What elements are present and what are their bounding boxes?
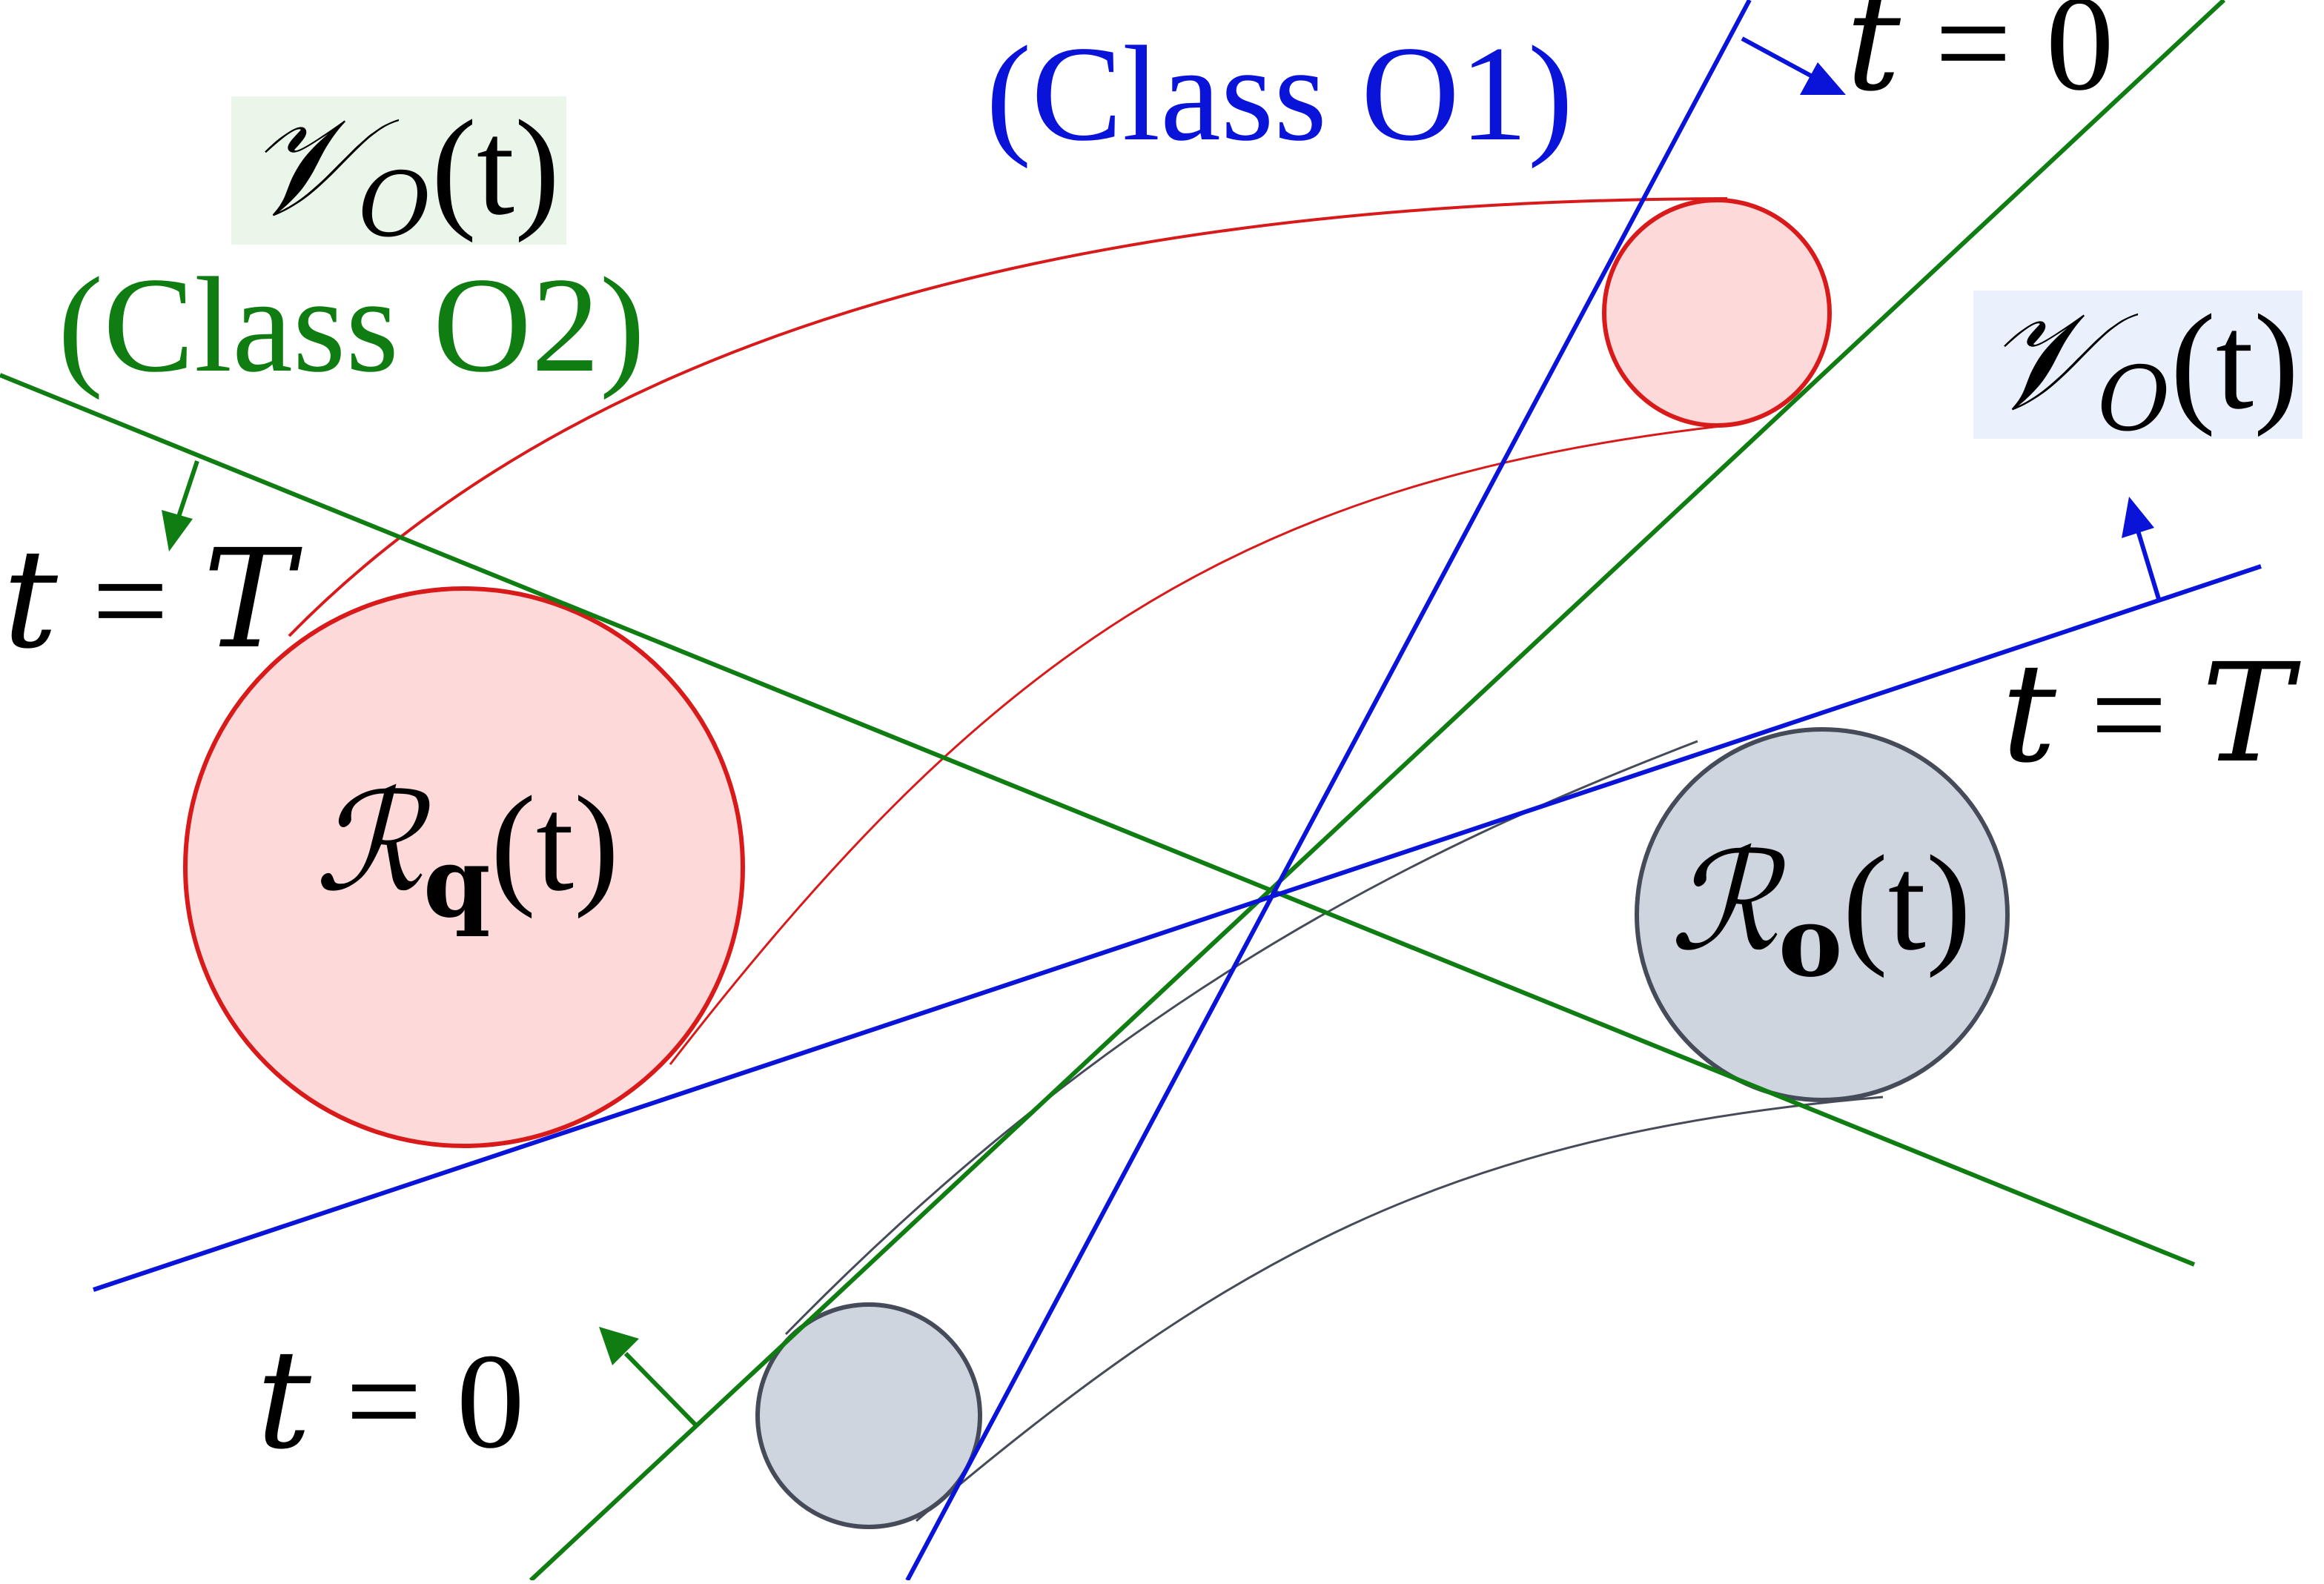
t-equals-T-left-label: t = T xyxy=(3,520,302,679)
robot-region-label: ℛq(t) xyxy=(314,763,619,939)
blue-arrow-t-0 xyxy=(1741,36,1846,95)
t-equals-0-bottom-label: t = 0 xyxy=(256,1321,525,1479)
obstacle-region-label: ℛo(t) xyxy=(1669,823,1971,998)
robot-region-t-T xyxy=(183,586,745,1148)
green-hyperplane-t-0 xyxy=(529,0,2226,1583)
green-arrow-t-0 xyxy=(599,1327,698,1427)
class-o1-label: (Class O1) xyxy=(986,18,1573,169)
blue-arrow-t-T xyxy=(2122,497,2161,600)
v-o-blue-label-box xyxy=(1973,291,2303,439)
blue-hyperplane-t-0 xyxy=(905,0,1752,1582)
v-o-blue-label: 𝒱O(t) xyxy=(1984,282,2299,451)
robot-region-t-0 xyxy=(1602,198,1832,428)
obstacle-upper-trajectory xyxy=(784,740,1698,1336)
v-o-green-label-box xyxy=(231,96,566,245)
blue-hyperplane-t-T xyxy=(93,564,2262,1292)
green-arrow-t-T xyxy=(162,460,199,551)
green-hyperplane-t-T xyxy=(0,373,2196,1267)
v-o-green-label: 𝒱O(t) xyxy=(245,87,560,257)
obstacle-lower-trajectory xyxy=(916,1096,1884,1522)
obstacle-region-t-0 xyxy=(755,1302,982,1529)
robot-q-lower-trajectory xyxy=(669,424,1728,1065)
obstacle-region-t-T xyxy=(1635,727,2010,1102)
class-o2-label: (Class O2) xyxy=(58,249,645,400)
t-equals-0-top-label: t = 0 xyxy=(1846,0,2114,122)
robot-q-upper-trajectory xyxy=(288,197,1728,637)
t-equals-T-right-label: t = T xyxy=(2002,634,2301,793)
